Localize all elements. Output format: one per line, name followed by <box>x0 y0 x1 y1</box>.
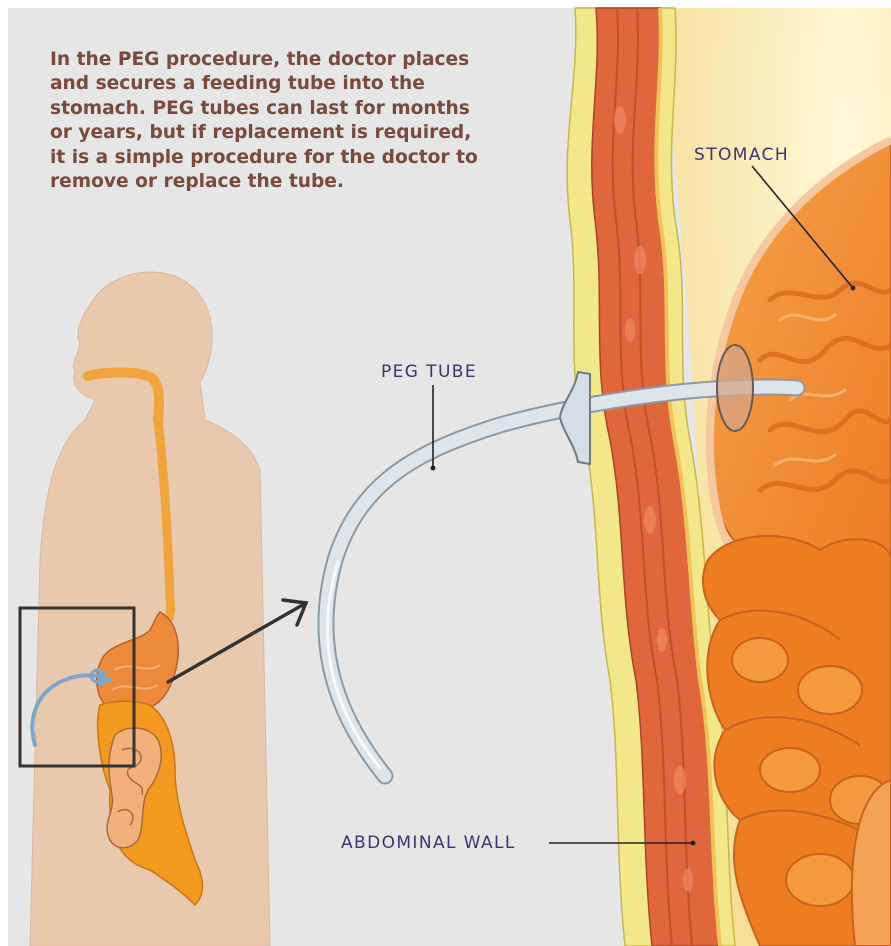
intro-line: In the PEG procedure, the doctor places <box>50 48 530 72</box>
abdominal-wall-label: ABDOMINAL WALL <box>341 833 516 853</box>
peg-tube-label: PEG TUBE <box>381 362 477 382</box>
intro-paragraph: In the PEG procedure, the doctor places … <box>50 48 530 194</box>
stomach-label: STOMACH <box>694 145 789 165</box>
intro-line: it is a simple procedure for the doctor … <box>50 146 530 170</box>
intro-line: or years, but if replacement is required… <box>50 121 530 145</box>
intro-line: stomach. PEG tubes can last for months <box>50 97 530 121</box>
intro-line: remove or replace the tube. <box>50 170 530 194</box>
intro-line: and secures a feeding tube into the <box>50 72 530 96</box>
internal-bumper <box>717 345 753 431</box>
